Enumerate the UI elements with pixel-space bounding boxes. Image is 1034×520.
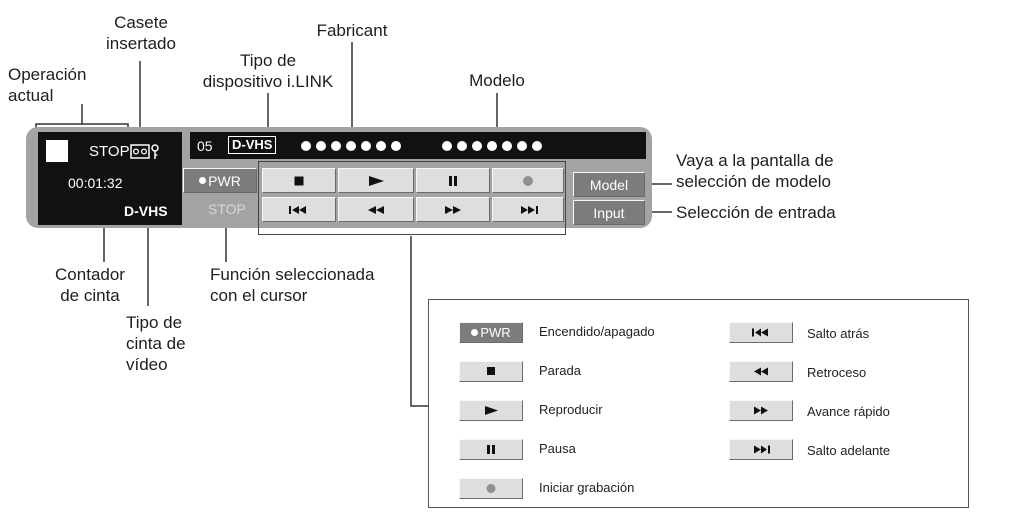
skip-back-icon: [289, 205, 306, 214]
placeholder-dot: [487, 141, 497, 151]
placeholder-dot: [361, 141, 371, 151]
fast-forward-icon: [445, 205, 461, 214]
record-icon: [486, 484, 496, 493]
selected-function: STOP: [208, 201, 246, 217]
legend-skip-back-button: [729, 322, 793, 343]
placeholder-dot: [442, 141, 452, 151]
power-dot-icon: [199, 177, 207, 184]
callout-input-select: Selección de entrada: [676, 203, 836, 222]
callout-tape-counter: Contador de cinta: [55, 265, 125, 305]
legend-leader: [410, 236, 428, 407]
legend-label-play: Reproducir: [539, 402, 603, 417]
callout-cassette: Casete insertado: [106, 13, 176, 53]
placeholder-dot: [301, 141, 311, 151]
tape-type: D-VHS: [124, 203, 168, 219]
play-icon: [485, 406, 498, 415]
play-button[interactable]: [338, 168, 414, 193]
tape-counter: 00:01:32: [68, 175, 123, 191]
record-button[interactable]: [492, 168, 564, 193]
power-dot-icon: [471, 329, 479, 336]
skip-forward-button[interactable]: [492, 197, 564, 222]
stop-icon: [294, 176, 304, 185]
callout-tape-type: Tipo de cinta de vídeo: [126, 313, 186, 374]
rewind-icon: [368, 205, 384, 214]
placeholder-dot: [532, 141, 542, 151]
placeholder-dot: [472, 141, 482, 151]
cassette-icon: [130, 144, 159, 159]
fast-forward-button[interactable]: [416, 197, 490, 222]
device-number: 05: [197, 138, 213, 154]
legend-label-pause: Pausa: [539, 441, 576, 456]
fast-forward-icon: [754, 406, 768, 415]
placeholder-dot: [391, 141, 401, 151]
callout-model: Modelo: [469, 71, 525, 90]
legend-skip-forward-button: [729, 439, 793, 460]
legend-label-skip-forward: Salto adelante: [807, 443, 891, 458]
callout-cursor-function: Función seleccionada con el cursor: [210, 265, 375, 305]
key-icon: [151, 144, 159, 159]
callout-manufacturer: Fabricant: [316, 21, 388, 40]
pause-button[interactable]: [416, 168, 490, 193]
skip-forward-icon: [521, 205, 538, 214]
skip-forward-icon: [754, 445, 770, 454]
record-icon: [523, 175, 533, 186]
skip-back-button[interactable]: [262, 197, 336, 222]
legend-fast-forward-button: [729, 400, 793, 421]
device-type-label: D-VHS: [228, 136, 277, 154]
legend-label-power: Encendido/apagado: [539, 324, 655, 339]
placeholder-dot: [316, 141, 326, 151]
device-info-strip: 05 D-VHS: [190, 132, 646, 159]
legend-power-button: PWR: [459, 322, 523, 343]
legend-label-rewind: Retroceso: [807, 365, 867, 380]
placeholder-dot: [517, 141, 527, 151]
play-icon: [369, 175, 384, 186]
button-legend: PWR Encendido/apagado Parada Reproducir …: [428, 299, 969, 508]
callout-operation: Operación actual: [8, 65, 87, 105]
callout-device-type: Tipo de dispositivo i.LINK: [202, 51, 334, 91]
input-button[interactable]: Input: [573, 200, 645, 225]
power-button[interactable]: PWR: [183, 168, 257, 193]
pause-icon: [449, 175, 457, 186]
skip-back-icon: [752, 328, 768, 337]
pause-icon: [487, 445, 495, 454]
legend-rewind-button: [729, 361, 793, 382]
placeholder-dot: [457, 141, 467, 151]
legend-label-fast-forward: Avance rápido: [807, 404, 890, 419]
transport-buttons-frame: [258, 161, 566, 235]
legend-label-record: Iniciar grabación: [539, 480, 635, 495]
legend-label-stop: Parada: [539, 363, 581, 378]
stop-button[interactable]: [262, 168, 336, 193]
callout-model-screen: Vaya a la pantalla de selección de model…: [676, 151, 834, 191]
rewind-icon: [754, 367, 768, 376]
operation-status: STOP: [89, 143, 130, 160]
model-button[interactable]: Model: [573, 172, 645, 197]
placeholder-dot: [346, 141, 356, 151]
legend-label-skip-back: Salto atrás: [807, 326, 870, 341]
status-display: STOP 00:01:32 D-VHS: [38, 132, 182, 225]
stop-icon: [487, 367, 495, 375]
legend-record-button: [459, 478, 523, 499]
operation-indicator: [46, 140, 68, 162]
placeholder-dot: [376, 141, 386, 151]
rewind-button[interactable]: [338, 197, 414, 222]
placeholder-dot: [502, 141, 512, 151]
placeholder-dot: [331, 141, 341, 151]
legend-pause-button: [459, 439, 523, 460]
legend-stop-button: [459, 361, 523, 382]
legend-play-button: [459, 400, 523, 421]
